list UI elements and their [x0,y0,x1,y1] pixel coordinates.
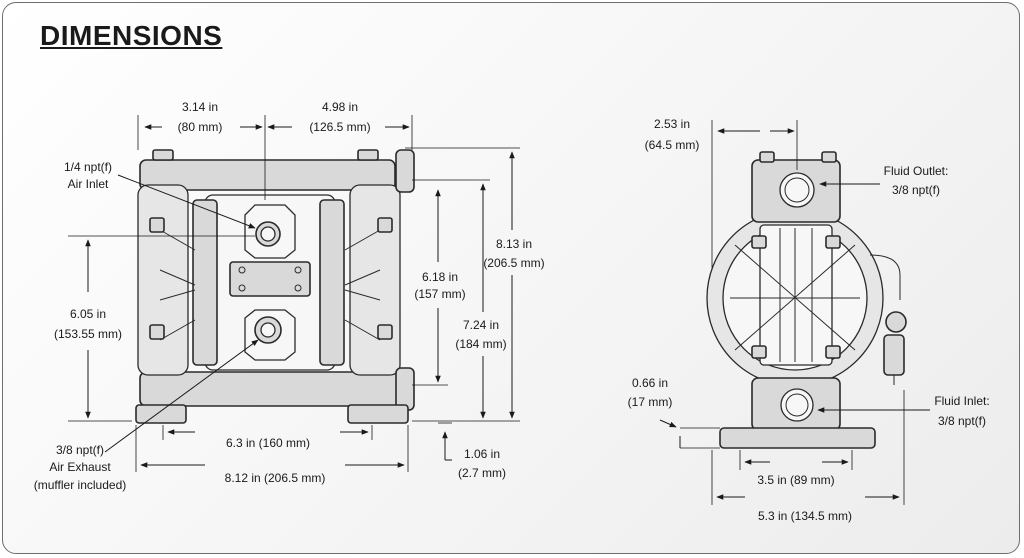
air-exhaust-label: Air Exhaust [49,460,111,474]
height-mid-mm: (184 mm) [455,337,506,351]
height-total-in: 8.13 in [496,237,532,251]
air-exhaust-note: (muffler included) [34,478,126,492]
width-top-right-mm: (126.5 mm) [309,120,370,134]
height-port-in: 6.18 in [422,270,458,284]
front-view-pump [135,149,415,424]
outlet-offset-in: 2.53 in [654,117,690,131]
outlet-offset-mm: (64.5 mm) [645,138,700,152]
air-inlet-size: 1/4 npt(f) [64,160,112,174]
foot-width-label: 3.5 in (89 mm) [757,473,834,487]
width-top-left-mm: (80 mm) [178,120,223,134]
base-width-label: 6.3 in (160 mm) [226,436,310,450]
page-title: DIMENSIONS [40,20,223,51]
base-thickness-in: 0.66 in [632,376,668,390]
fluid-outlet-label: Fluid Outlet: [884,164,949,178]
height-left-mm: (153.55 mm) [54,327,122,341]
base-height-mm: (2.7 mm) [458,466,506,480]
base-height-in: 1.06 in [464,447,500,461]
side-dimensions [659,120,930,505]
fluid-inlet-label: Fluid Inlet: [934,394,989,408]
air-inlet-label: Air Inlet [68,177,109,191]
total-depth-label: 5.3 in (134.5 mm) [758,509,852,523]
air-exhaust-size: 3/8 npt(f) [56,443,104,457]
width-top-right-in: 4.98 in [322,100,358,114]
total-width-label: 8.12 in (206.5 mm) [225,471,326,485]
height-port-mm: (157 mm) [414,287,465,301]
width-top-left-in: 3.14 in [182,100,218,114]
base-thickness-mm: (17 mm) [628,395,673,409]
height-total-mm: (206.5 mm) [483,256,544,270]
fluid-inlet-size: 3/8 npt(f) [938,414,986,428]
fluid-outlet-size: 3/8 npt(f) [892,183,940,197]
front-dimensions [68,115,520,472]
height-left-in: 6.05 in [70,307,106,321]
height-mid-in: 7.24 in [463,318,499,332]
side-view-pump [706,151,907,449]
